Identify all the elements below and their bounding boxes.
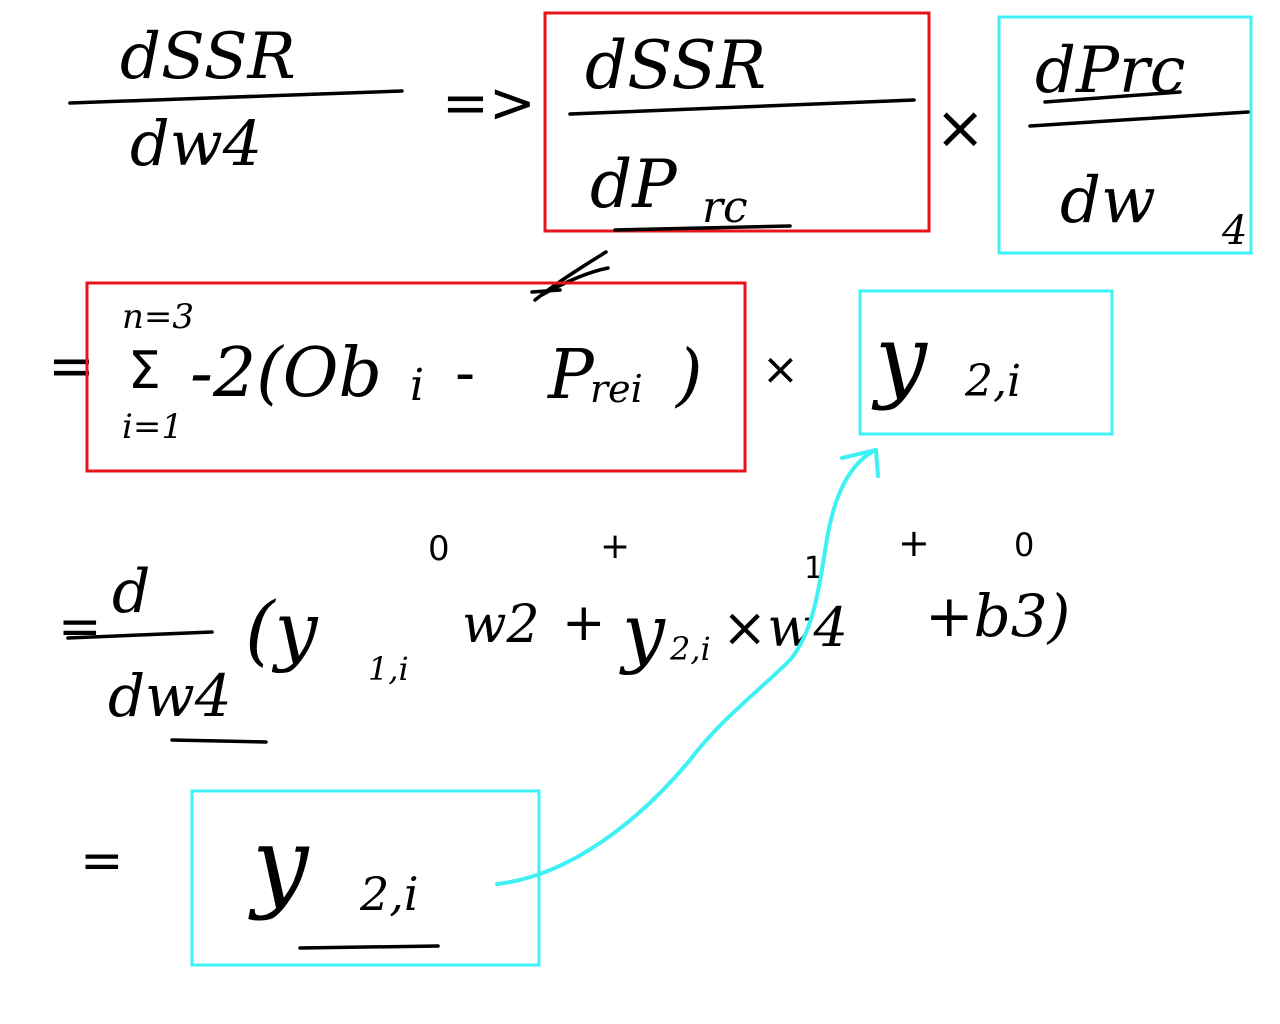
row3-equals-sign: = (58, 597, 102, 657)
row1-lhs-fraction: dSSR dw4 (68, 20, 404, 180)
row1-cyan-fraction: dPrc dw 4 (1028, 34, 1250, 254)
row2-cyan-term: y 2,i (871, 305, 1021, 412)
row2-sum-body: -2(Ob (190, 334, 382, 413)
row1-lhs-fraction-bar (68, 89, 404, 105)
row1-red-fraction-bar (568, 98, 916, 116)
row2-red-box (85, 281, 747, 473)
row1-red-underline (613, 224, 792, 232)
row3-open-y: (y (245, 585, 319, 674)
row2-minus-sign: - (455, 341, 475, 406)
row1-red-denominator-sub: rc (702, 182, 748, 233)
row1-red-numerator: dSSR (585, 27, 766, 104)
row3-frac-bar (66, 630, 214, 640)
row1-red-fraction: dSSR dP rc (568, 27, 916, 233)
row3-frac-denominator: dw4 (108, 662, 232, 730)
connector-arrow-path (495, 450, 874, 886)
row4-subscript: 2,i (359, 867, 419, 921)
row1-cyan-box (997, 15, 1253, 255)
row2-cyan-box (858, 289, 1114, 436)
row4-y: y (248, 805, 310, 922)
row1-lhs-denominator: dw4 (130, 107, 262, 180)
row2-summation: n=3 Σ i=1 -2(Ob i - P rei ) (122, 297, 703, 447)
row2-cyan-y: y (871, 305, 928, 412)
pointer-scribble (530, 250, 610, 302)
row1-cyan-fraction-bar (1028, 110, 1250, 128)
row1-red-denominator: dP (590, 146, 678, 223)
row3-frac-numerator: d (112, 557, 150, 627)
row1-cyan-denominator-sub: 4 (1221, 208, 1247, 254)
row3-y1-subscript: 1,i (368, 650, 409, 688)
connector-arrowhead (840, 448, 880, 478)
row3-plus-b3: +b3) (925, 582, 1070, 650)
row3-annotations: 0 + 1 + 0 (428, 521, 1034, 586)
row2-sum-lower-limit: i=1 (122, 407, 183, 447)
row2-cyan-subscript: 2,i (964, 356, 1021, 407)
row2-pred-subscript: rei (590, 367, 643, 411)
row2-times-sign: × (762, 344, 799, 395)
row3-annotation-zero-b: 0 (1014, 526, 1034, 564)
row4-equals-sign: = (80, 831, 124, 891)
row2-close-paren: ) (674, 336, 703, 415)
row3-expression: (y 1,i w2 + y 2,i ×w4 +b3) (245, 582, 1070, 688)
row3-annotation-one: 1 (804, 551, 823, 586)
row3-y2-subscript: 2,i (669, 630, 711, 668)
row1-cyan-underline (1043, 90, 1182, 104)
row2-sum-upper-limit: n=3 (122, 297, 194, 337)
row3-frac-underline (170, 738, 268, 744)
connector-arrow (495, 448, 880, 886)
row1-cyan-denominator: dw (1060, 164, 1156, 238)
row2-sum-symbol: Σ (128, 341, 161, 401)
row3-w2: w2 (462, 595, 540, 655)
row4-underline (298, 944, 440, 950)
row1-red-box (543, 11, 931, 233)
row2-obs-subscript: i (410, 360, 424, 411)
row2-pred-letter: P (546, 336, 595, 415)
row3-plus-one: + (562, 593, 606, 653)
row3-annotation-plus-a: + (600, 526, 630, 567)
row3-times-w4: ×w4 (722, 596, 848, 659)
row1-implies-arrow: => (442, 71, 536, 136)
row3-annotation-zero-a: 0 (428, 529, 450, 569)
row3-y2: y (619, 587, 666, 676)
row4-cyan-box (190, 789, 541, 967)
row4-result-term: y 2,i (248, 805, 440, 950)
row3-annotation-plus-b: + (898, 521, 930, 565)
row3-derivative-fraction: d dw4 (66, 557, 268, 744)
row1-lhs-numerator: dSSR (120, 20, 296, 94)
row1-times-sign: × (935, 93, 985, 163)
